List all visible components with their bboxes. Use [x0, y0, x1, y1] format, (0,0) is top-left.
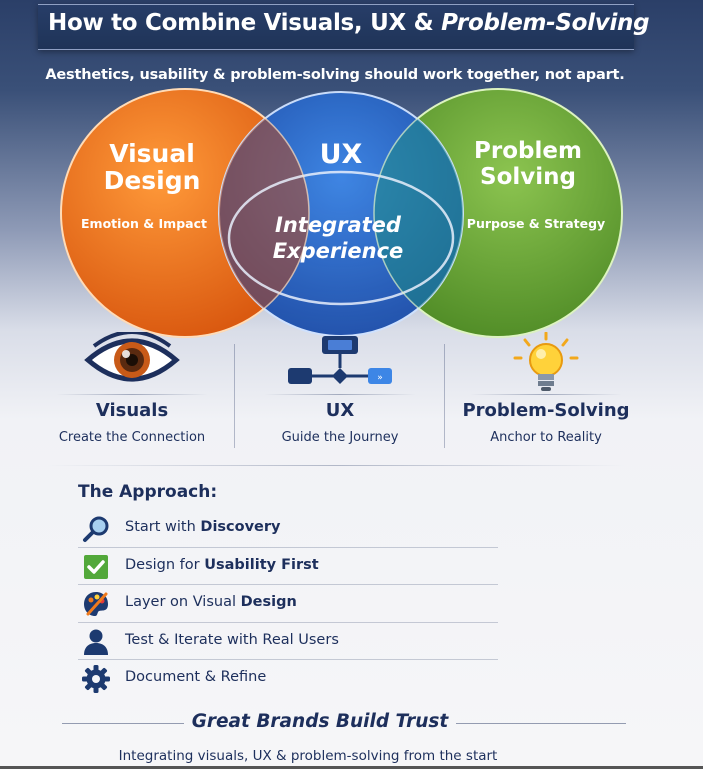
step-visual-design: Layer on Visual Design — [78, 585, 498, 623]
problem-solving-label-1: Problem — [474, 138, 582, 164]
pillar-divider — [234, 344, 235, 448]
trust-headline: Great Brands Build Trust — [191, 711, 449, 732]
trust-rule-right — [456, 723, 626, 724]
title-bar — [38, 4, 634, 50]
magnifier-icon — [83, 516, 109, 542]
visual-design-sub: Emotion & Impact — [81, 216, 207, 231]
trust-rule-left — [62, 723, 184, 724]
bottom-border — [0, 766, 703, 769]
user-icon — [84, 629, 108, 655]
step-label: Document & Refine — [125, 669, 267, 685]
visual-design-label-1: Visual — [109, 139, 195, 168]
pillar-visuals: Visuals Create the Connection — [32, 330, 232, 452]
overlap-label-2: Experience — [273, 239, 404, 263]
pillar-title: UX — [325, 400, 355, 421]
integrated-experience-ring — [227, 170, 455, 306]
eye-icon — [84, 332, 180, 382]
problem-solving-label-2: Solving — [480, 164, 576, 190]
section-divider — [46, 465, 626, 466]
step-label: Start with Discovery — [125, 519, 281, 535]
pillar-subtitle: Create the Connection — [58, 430, 206, 445]
pillar-title: Problem-Solving — [462, 400, 630, 421]
pillar-subtitle: Guide the Journey — [281, 430, 399, 445]
checkbox-icon — [84, 554, 108, 579]
approach-steps: Start with Discovery Design for Usabilit… — [78, 510, 498, 697]
step-label: Layer on Visual Design — [125, 594, 297, 610]
gear-icon — [82, 665, 110, 693]
step-test-iterate: Test & Iterate with Real Users — [78, 623, 498, 660]
ux-label: UX — [320, 139, 363, 170]
pillar-divider — [444, 344, 445, 448]
title-part-1: How to Combine Visuals, UX & — [48, 10, 442, 36]
svg-text:»: » — [377, 373, 383, 383]
overlap-label-1: Integrated — [275, 213, 402, 237]
pillar-subtitle: Anchor to Reality — [490, 430, 602, 445]
approach-title: The Approach: — [78, 482, 218, 502]
page-subtitle: Aesthetics, usability & problem-solving … — [45, 67, 625, 83]
problem-solving-sub: Purpose & Strategy — [467, 216, 605, 231]
flow-diagram-icon: » — [288, 336, 392, 384]
pillar-problem-solving: Problem-Solving Anchor to Reality — [446, 330, 646, 452]
step-label: Test & Iterate with Real Users — [125, 631, 339, 648]
step-usability: Design for Usability First — [78, 548, 498, 585]
step-label: Design for Usability First — [125, 556, 319, 573]
page-title: How to Combine Visuals, UX & Problem-Sol… — [48, 10, 650, 36]
title-part-2: Problem-Solving — [441, 10, 650, 36]
step-discovery: Start with Discovery — [78, 510, 498, 548]
pillars-row: Visuals Create the Connection » UX Guide… — [0, 330, 703, 470]
step-document-refine: Document & Refine — [78, 660, 498, 697]
pillar-title: Visuals — [95, 400, 169, 421]
lightbulb-icon — [513, 332, 579, 391]
pillar-ux: » UX Guide the Journey — [240, 330, 440, 452]
visual-design-label-2: Design — [104, 166, 201, 195]
palette-icon — [84, 592, 108, 616]
venn-diagram: Visual Design Emotion & Impact UX Proble… — [60, 88, 623, 338]
footer-tagline: Integrating visuals, UX & problem-solvin… — [118, 748, 498, 764]
